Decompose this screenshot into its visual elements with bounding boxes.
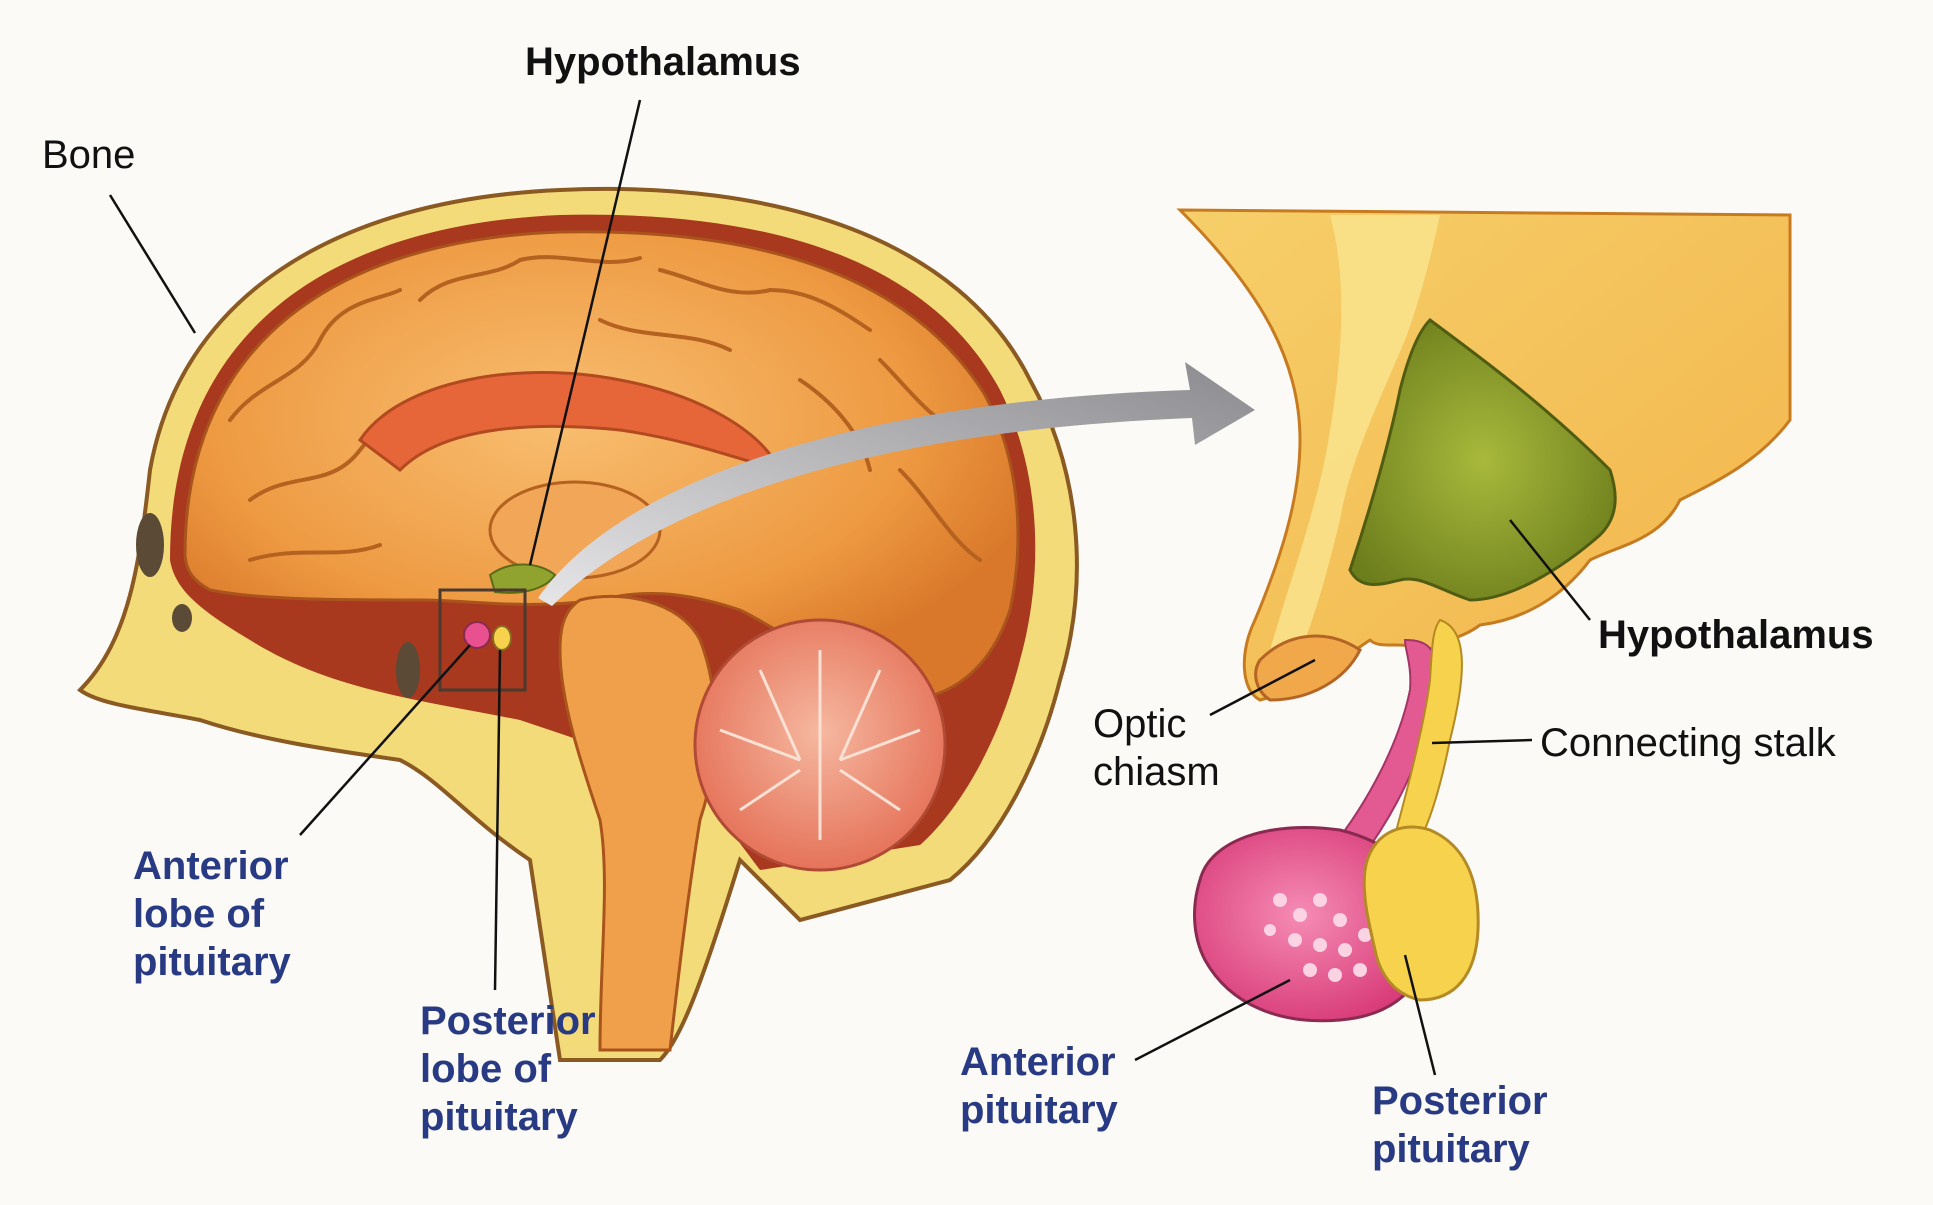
label-anterior-pituitary-line-2: pituitary: [960, 1086, 1118, 1134]
label-posterior-lobe-line-1: Posterior: [420, 997, 596, 1045]
label-posterior-pituitary-line-2: pituitary: [1372, 1125, 1548, 1173]
label-connecting-stalk: Connecting stalk: [1540, 719, 1836, 767]
label-anterior-lobe-line-1: Anterior: [133, 842, 291, 890]
label-optic-chiasm-line-1: Optic: [1093, 700, 1220, 748]
sinus-sphenoid: [396, 642, 420, 698]
label-posterior-pituitary-line-1: Posterior: [1372, 1077, 1548, 1125]
label-hypothalamus-right: Hypothalamus: [1598, 611, 1874, 659]
sinus-upper: [136, 513, 164, 577]
sinus-lower: [172, 604, 192, 632]
label-anterior-lobe-line-3: pituitary: [133, 938, 291, 986]
label-posterior-pituitary: Posterior pituitary: [1372, 1077, 1548, 1173]
label-posterior-lobe-line-3: pituitary: [420, 1093, 596, 1141]
label-hypothalamus-left: Hypothalamus: [525, 38, 801, 86]
label-anterior-pituitary-line-1: Anterior: [960, 1038, 1118, 1086]
label-optic-chiasm-line-2: chiasm: [1093, 748, 1220, 796]
label-anterior-pituitary: Anterior pituitary: [960, 1038, 1118, 1134]
label-bone: Bone: [42, 131, 135, 179]
label-anterior-lobe: Anterior lobe of pituitary: [133, 842, 291, 986]
label-posterior-lobe-line-2: lobe of: [420, 1045, 596, 1093]
leader-anterior-pituitary: [1135, 980, 1290, 1060]
leader-bone: [110, 195, 195, 333]
label-optic-chiasm: Optic chiasm: [1093, 700, 1220, 796]
pituitary-anterior-small: [464, 622, 490, 648]
label-anterior-lobe-line-2: lobe of: [133, 890, 291, 938]
label-posterior-lobe: Posterior lobe of pituitary: [420, 997, 596, 1141]
pituitary-posterior-small: [493, 626, 511, 650]
